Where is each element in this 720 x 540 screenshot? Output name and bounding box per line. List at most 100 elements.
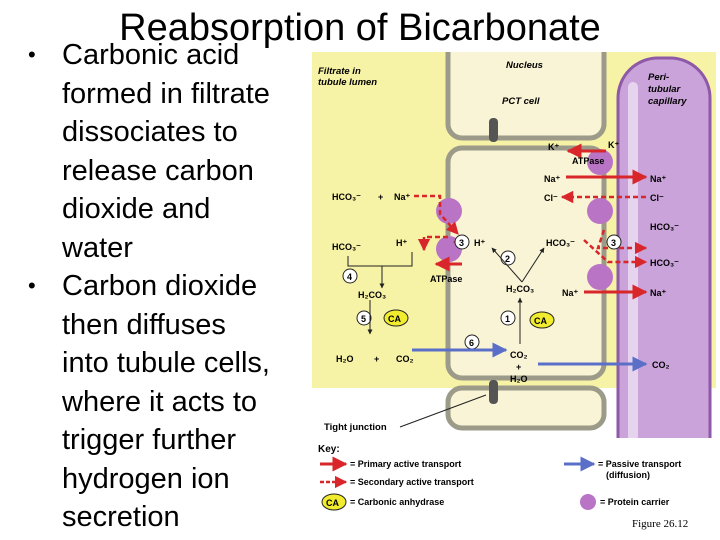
bullet-line: water — [62, 231, 133, 264]
protein-carrier — [587, 149, 613, 175]
protein-carrier — [587, 264, 613, 290]
co2-cap-label: CO₂ — [652, 360, 670, 370]
bullet-line: then diffuses — [62, 308, 226, 341]
svg-text:CA: CA — [534, 316, 547, 326]
bullet-line: dissociates to — [62, 116, 238, 148]
step-marker: 3 — [454, 234, 470, 250]
cl-cap-label: Cl⁻ — [650, 193, 664, 203]
key-anhydrase-icon: CA — [321, 493, 347, 511]
reaction-arrow — [347, 256, 385, 289]
plus-top: + — [378, 192, 383, 202]
step-marker: 5 — [356, 310, 372, 326]
carbonic-anhydrase-badge: CA — [529, 311, 555, 329]
step-marker: 3 — [606, 234, 622, 250]
key-panel — [312, 438, 716, 536]
h2co3-lumen-label: H₂CO₃ — [358, 290, 386, 300]
key-passive-label: = Passive transport — [598, 459, 681, 469]
plus-lumen: + — [374, 354, 379, 364]
step-marker: 1 — [500, 310, 516, 326]
bullet-line: formed in filtrate — [62, 77, 270, 110]
hco3-lumen-top-label: HCO₃⁻ — [332, 192, 361, 202]
bullet-line: dioxide and — [62, 193, 211, 225]
key-title: Key: — [318, 444, 340, 455]
step-marker: 6 — [464, 334, 480, 350]
step-marker: 4 — [342, 268, 358, 284]
co2-lumen-label: CO₂ — [396, 354, 414, 364]
atpase-basal-label: ATPase — [572, 156, 604, 166]
h2o-lumen-label: H₂O — [336, 354, 354, 364]
key-passive-label-2: (diffusion) — [606, 470, 650, 480]
h2co3-cell-label: H₂CO₃ — [506, 284, 534, 294]
secondary-arrow — [417, 235, 448, 252]
capillary-label: Peri- — [648, 72, 669, 83]
na-cap-label: Na⁺ — [650, 288, 667, 298]
svg-text:2: 2 — [505, 254, 510, 264]
bullet-line: Carbon dioxide — [62, 270, 258, 302]
bicarbonate-figure: Filtrate in tubule lumen Nucleus PCT cel… — [312, 52, 716, 536]
lumen-label: Filtrate in — [318, 66, 361, 77]
svg-text:1: 1 — [505, 314, 510, 324]
svg-text:6: 6 — [469, 338, 474, 348]
key-carrier-icon — [580, 494, 596, 510]
h2o-cell-label: H₂O — [510, 374, 528, 384]
bullet-line: release carbon — [62, 154, 254, 187]
capillary-label: capillary — [648, 96, 687, 107]
bullet-line: hydrogen ion — [62, 462, 230, 495]
pct-cell — [445, 385, 607, 431]
tight-junction — [489, 118, 498, 142]
hco3-cell-label: HCO₃⁻ — [546, 238, 575, 248]
nucleus-label: Nucleus — [506, 60, 543, 71]
capillary-label: tubular — [648, 84, 681, 95]
secondary-arrow — [583, 239, 648, 269]
plus-cell: + — [516, 362, 521, 372]
lumen-label: tubule lumen — [318, 77, 377, 88]
na-basal-cap-label: Na⁺ — [650, 174, 667, 184]
reaction-arrow — [382, 252, 413, 267]
bullet-dot: • — [28, 273, 36, 298]
svg-text:3: 3 — [459, 238, 464, 248]
tight-junction-pointer — [399, 394, 487, 428]
na-basal-cell-label: Na⁺ — [544, 174, 561, 184]
bullet-item: • Carbonic acid formed in filtrate disso… — [28, 36, 318, 267]
bullet-list: • Carbonic acid formed in filtrate disso… — [28, 36, 318, 537]
bullet-line: Carbonic acid — [62, 39, 240, 71]
step-marker: 2 — [500, 250, 516, 266]
k-cap-label: K⁺ — [608, 140, 619, 150]
na-lumen-label: Na⁺ — [394, 192, 411, 202]
reaction-arrow — [521, 247, 545, 283]
protein-carrier — [587, 198, 613, 224]
svg-text:5: 5 — [361, 314, 366, 324]
svg-text:CA: CA — [388, 314, 401, 324]
bullet-line: trigger further — [62, 424, 237, 456]
h-cell-label: H⁺ — [474, 238, 485, 248]
key-primary-label: = Primary active transport — [350, 459, 461, 469]
bullet-line: into tubule cells, — [62, 347, 270, 379]
secondary-arrow — [596, 229, 648, 255]
pct-cell-label: PCT cell — [502, 96, 540, 107]
bullet-line: where it acts to — [62, 385, 258, 418]
svg-text:4: 4 — [347, 272, 352, 282]
key-secondary-label: = Secondary active transport — [350, 477, 474, 487]
atpase-apical-label: ATPase — [430, 274, 462, 284]
bullet-line: secretion — [62, 501, 180, 533]
na-cell-label: Na⁺ — [562, 288, 579, 298]
slide-title: Reabsorption of Bicarbonate — [119, 7, 601, 49]
reaction-arrow — [491, 247, 523, 283]
bullet-dot: • — [28, 42, 36, 67]
svg-text:3: 3 — [611, 238, 616, 248]
figure-caption: Figure 26.12 — [632, 518, 689, 530]
carbonic-anhydrase-badge: CA — [383, 309, 409, 327]
hco3-cap-2-label: HCO₃⁻ — [650, 258, 679, 268]
key-carrier-label: = Protein carrier — [600, 497, 670, 507]
tight-junction — [489, 380, 498, 404]
co2-cell-label: CO₂ — [510, 350, 528, 360]
secondary-arrow — [414, 194, 459, 235]
pct-cell — [445, 52, 607, 141]
svg-text:CA: CA — [326, 498, 339, 508]
k-cell-label: K⁺ — [548, 142, 559, 152]
hco3-cap-1-label: HCO₃⁻ — [650, 222, 679, 232]
hco3-lumen-label: HCO₃⁻ — [332, 242, 361, 252]
tight-junction-label: Tight junction — [324, 422, 387, 433]
bullet-item: • Carbon dioxide then diffuses into tubu… — [28, 267, 318, 537]
key-anhydrase-label: = Carbonic anhydrase — [350, 497, 444, 507]
